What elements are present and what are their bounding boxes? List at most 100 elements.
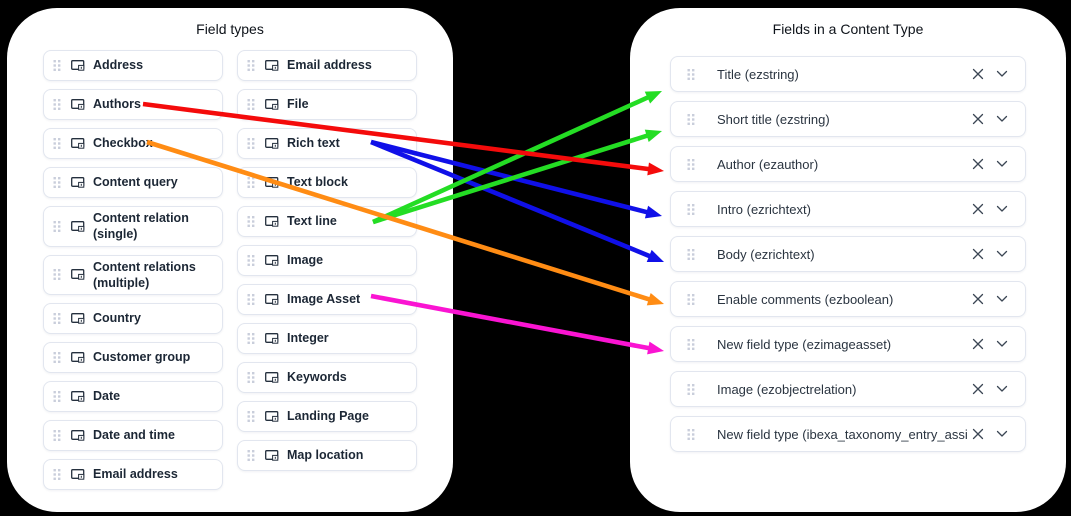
field-type-card[interactable]: Customer group [43,342,223,373]
drag-handle-icon[interactable] [247,176,255,189]
field-type-icon [265,371,279,384]
chevron-down-icon[interactable] [992,289,1012,309]
drag-handle-icon[interactable] [53,59,61,72]
field-type-label: Content relation (single) [93,211,189,242]
drag-handle-icon[interactable] [687,158,695,171]
drag-handle-icon[interactable] [53,98,61,111]
drag-handle-icon[interactable] [247,59,255,72]
drag-handle-icon[interactable] [53,137,61,150]
field-type-card[interactable]: Date and time [43,420,223,451]
field-type-card[interactable]: Content relation (single) [43,206,223,247]
field-type-card[interactable]: Country [43,303,223,334]
drag-handle-icon[interactable] [53,351,61,364]
content-type-field-row[interactable]: Image (ezobjectrelation) [670,371,1026,407]
chevron-down-icon[interactable] [992,244,1012,264]
field-type-card[interactable]: Address [43,50,223,81]
drag-handle-icon[interactable] [687,293,695,306]
field-type-card[interactable]: Image [237,245,417,276]
drag-handle-icon[interactable] [687,248,695,261]
field-type-card[interactable]: Checkbox [43,128,223,159]
field-type-card[interactable]: Image Asset [237,284,417,315]
remove-field-button[interactable] [968,244,988,264]
field-type-icon [71,390,85,403]
drag-handle-icon[interactable] [247,371,255,384]
field-type-card[interactable]: Keywords [237,362,417,393]
field-type-card[interactable]: Text block [237,167,417,198]
content-type-field-row[interactable]: New field type (ibexa_taxonomy_entry_ass… [670,416,1026,452]
chevron-down-icon[interactable] [992,379,1012,399]
chevron-down-icon[interactable] [992,424,1012,444]
content-type-field-label: New field type (ibexa_taxonomy_entry_ass… [717,426,968,442]
remove-field-button[interactable] [968,424,988,444]
remove-field-button[interactable] [968,109,988,129]
remove-field-button[interactable] [968,154,988,174]
field-type-card[interactable]: Map location [237,440,417,471]
drag-handle-icon[interactable] [687,428,695,441]
field-type-card[interactable]: Date [43,381,223,412]
drag-handle-icon[interactable] [687,203,695,216]
content-type-field-row[interactable]: New field type (ezimageasset) [670,326,1026,362]
field-type-card[interactable]: Email address [237,50,417,81]
remove-field-button[interactable] [968,379,988,399]
field-type-label: Map location [287,448,364,463]
content-type-field-row[interactable]: Short title (ezstring) [670,101,1026,137]
field-type-label: Rich text [287,136,340,151]
field-type-card[interactable]: Integer [237,323,417,354]
drag-handle-icon[interactable] [53,176,61,189]
field-type-icon [71,98,85,111]
content-type-field-row[interactable]: Title (ezstring) [670,56,1026,92]
content-type-field-label: Enable comments (ezboolean) [717,291,894,307]
drag-handle-icon[interactable] [687,68,695,81]
chevron-down-icon[interactable] [992,334,1012,354]
remove-field-button[interactable] [968,199,988,219]
field-type-icon [71,220,85,233]
remove-field-button[interactable] [968,334,988,354]
field-type-icon [71,268,85,281]
chevron-down-icon[interactable] [992,154,1012,174]
drag-handle-icon[interactable] [53,312,61,325]
remove-field-button[interactable] [968,289,988,309]
field-type-card[interactable]: File [237,89,417,120]
field-type-label: Image Asset [287,292,361,307]
content-type-field-row[interactable]: Intro (ezrichtext) [670,191,1026,227]
chevron-down-icon[interactable] [992,109,1012,129]
drag-handle-icon[interactable] [247,332,255,345]
field-type-label: File [287,97,309,112]
drag-handle-icon[interactable] [247,137,255,150]
content-type-field-row[interactable]: Author (ezauthor) [670,146,1026,182]
field-type-icon [265,254,279,267]
field-type-card[interactable]: Authors [43,89,223,120]
field-type-card[interactable]: Landing Page [237,401,417,432]
drag-handle-icon[interactable] [53,429,61,442]
remove-field-button[interactable] [968,64,988,84]
field-type-icon [265,293,279,306]
chevron-down-icon[interactable] [992,64,1012,84]
content-type-fields-panel: Fields in a Content Type Title (ezstring… [630,8,1066,512]
drag-handle-icon[interactable] [247,254,255,267]
field-type-card[interactable]: Email address [43,459,223,490]
drag-handle-icon[interactable] [247,293,255,306]
content-type-field-label: Author (ezauthor) [717,156,819,172]
drag-handle-icon[interactable] [687,338,695,351]
chevron-down-icon[interactable] [992,199,1012,219]
drag-handle-icon[interactable] [687,383,695,396]
drag-handle-icon[interactable] [53,220,61,233]
field-type-card[interactable]: Rich text [237,128,417,159]
drag-handle-icon[interactable] [53,468,61,481]
field-type-label: Content relations (multiple) [93,259,196,290]
field-type-card[interactable]: Content query [43,167,223,198]
field-type-card[interactable]: Content relations (multiple) [43,254,223,295]
drag-handle-icon[interactable] [247,410,255,423]
drag-handle-icon[interactable] [247,98,255,111]
field-type-card[interactable]: Text line [237,206,417,237]
drag-handle-icon[interactable] [687,113,695,126]
content-type-field-row[interactable]: Body (ezrichtext) [670,236,1026,272]
content-type-field-row[interactable]: Enable comments (ezboolean) [670,281,1026,317]
drag-handle-icon[interactable] [53,390,61,403]
drag-handle-icon[interactable] [53,268,61,281]
drag-handle-icon[interactable] [247,449,255,462]
field-type-icon [71,176,85,189]
drag-handle-icon[interactable] [247,215,255,228]
